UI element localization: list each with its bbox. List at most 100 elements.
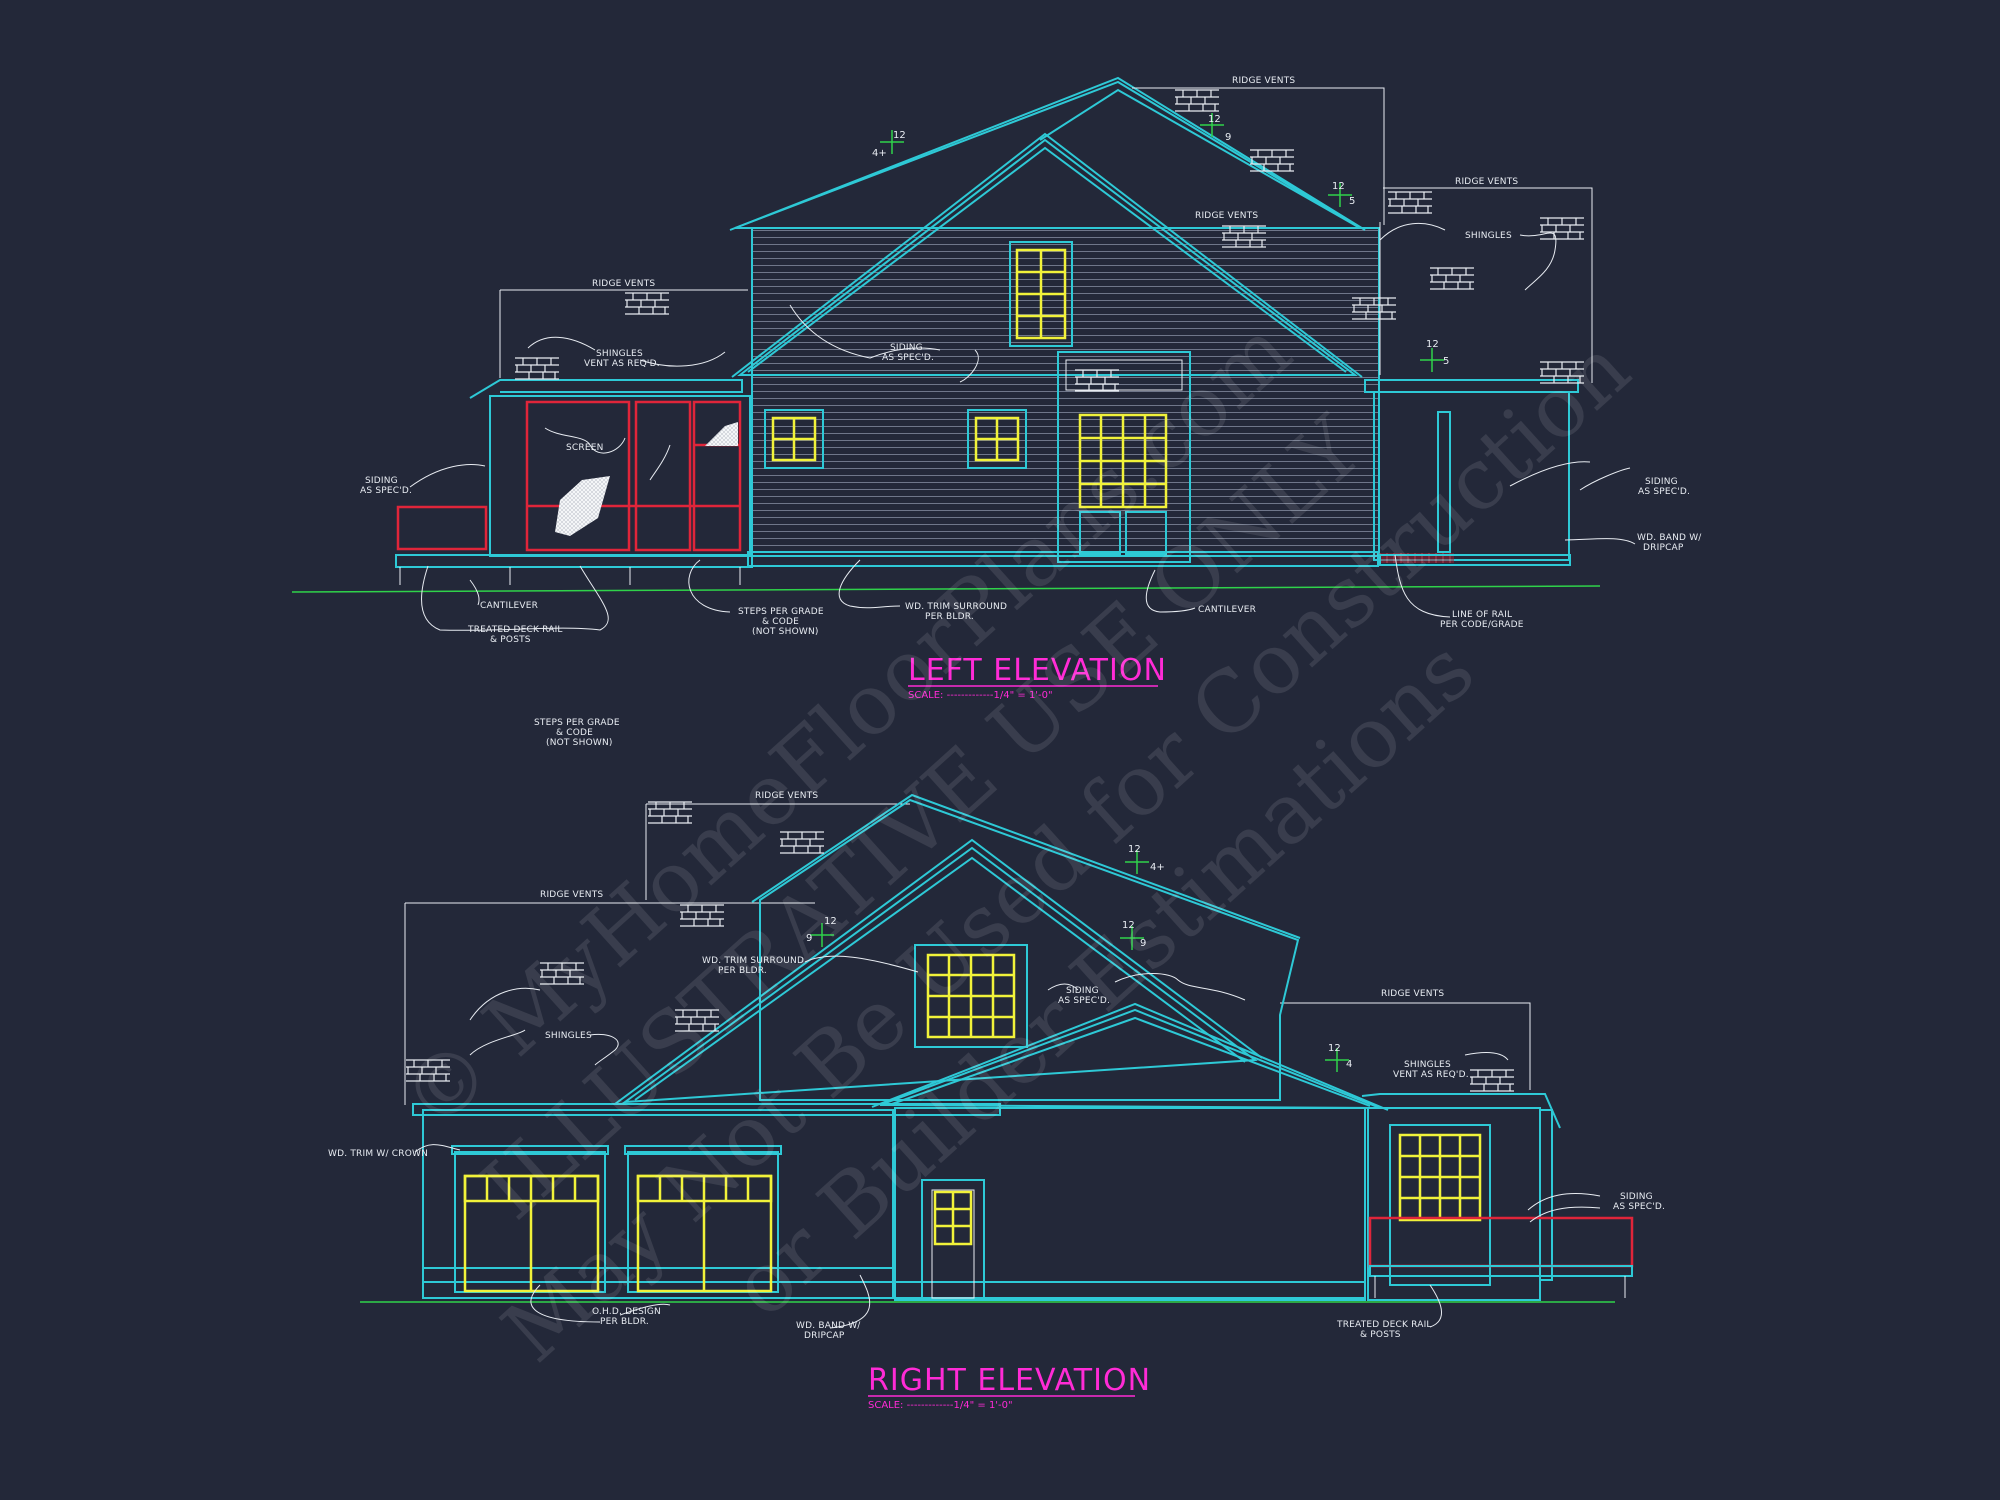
r-note-crown: WD. TRIM W/ CROWN [328,1149,428,1159]
left-deck-rail [396,505,488,551]
roof-brick-10 [514,357,560,380]
note-cantilever-right: CANTILEVER [1198,605,1256,615]
roof-brick-2 [1249,149,1295,172]
right-deck-lattice [1378,553,1454,563]
upper-gable [759,798,1300,1101]
note-deck-rail-2: & POSTS [490,635,531,645]
r-note-siding-2: AS SPEC'D. [1058,996,1110,1006]
pitch-run-3: 5 [1349,196,1355,207]
side-door [921,1179,985,1301]
note-siding-right-1: SIDING [1645,477,1678,487]
note-band-2: DRIPCAP [1643,543,1684,553]
left-elevation-scale: SCALE: -------------1/4" = 1'-0" [908,690,1053,701]
r-note-ohd-1: O.H.D. DESIGN [592,1307,661,1317]
screen-porch-wall [489,395,751,557]
note-ridge-vents-mid: RIDGE VENTS [1195,211,1258,221]
right-elevation-scale: SCALE: -------------1/4" = 1'-0" [868,1400,1013,1411]
upper-gable-window [1009,241,1073,347]
right-elevation-title: RIGHT ELEVATION [868,1363,1151,1398]
note-steps-2: & CODE [762,617,799,627]
pitch-run-2: 9 [1225,132,1231,143]
r-pitch-run-3: 9 [1140,938,1146,949]
r-pitch-run-4: 4 [1346,1059,1352,1070]
r-note-shingles-left: SHINGLES [545,1031,592,1041]
small-window-left [764,409,824,469]
note-trim-1: WD. TRIM SURROUND [905,602,1007,612]
note-band-1: WD. BAND W/ [1637,533,1702,543]
note-steps-top-3: (NOT SHOWN) [546,738,613,748]
note-trim-2: PER BLDR. [925,612,974,622]
left-elevation: 12 4+ 12 9 12 5 12 5 RIDGE VENTS RIDGE V… [291,76,1702,701]
screen-panel-2 [634,400,692,552]
pitch-run-1: 4+ [872,148,887,159]
left-elevation-title: LEFT ELEVATION [908,653,1167,688]
r-roof-brick-7 [1469,1069,1515,1092]
note-shingles-left: SHINGLES [596,349,643,359]
garage-wall [422,1109,894,1299]
roof-brick-3 [1387,191,1433,214]
r-note-siding-right-1: SIDING [1620,1192,1653,1202]
roof-brick-7 [1539,217,1585,240]
r-pitch-rise-4: 12 [1328,1043,1341,1054]
pitch-rise-3: 12 [1332,181,1345,192]
pitch-rise-1: 12 [893,130,906,141]
center-wall [894,1107,1366,1301]
garage-door-1 [451,1145,609,1293]
r-note-band-2: DRIPCAP [804,1331,845,1341]
right-wing-post [1437,411,1451,553]
r-pitch-rise-3: 12 [1122,920,1135,931]
r-pitch-run-2: 9 [806,933,812,944]
r-note-vent-req: VENT AS REQ'D. [1393,1070,1469,1080]
note-siding-center-1: SIDING [890,343,923,353]
note-line-rail-1: LINE OF RAIL [1452,610,1512,620]
r-note-siding-1: SIDING [1066,986,1099,996]
right-elevation: STEPS PER GRADE & CODE (NOT SHOWN) [328,718,1665,1411]
note-shingles-right: SHINGLES [1465,231,1512,241]
note-siding-center-2: AS SPEC'D. [882,353,934,363]
right-wing-wall-r [1367,1107,1541,1301]
right-deck-rail [1368,1216,1634,1268]
pitch-rise-2: 12 [1208,114,1221,125]
roof-brick-9 [624,292,670,315]
right-wing-french-door [1389,1124,1491,1286]
lower-gable [879,1008,1381,1109]
screen-mesh [555,476,610,536]
note-ridge-vents-top: RIDGE VENTS [1232,76,1295,86]
roof-brick-5 [1429,267,1475,290]
r-note-siding-right-2: AS SPEC'D. [1613,1202,1665,1212]
screen-panel-1 [525,400,631,552]
roof-brick-1 [1174,89,1220,112]
r-note-deck-rail-1: TREATED DECK RAIL [1336,1320,1432,1330]
r-note-shingles-right: SHINGLES [1404,1060,1451,1070]
pitch-run-4: 5 [1443,356,1449,367]
r-note-ridge-vents-left: RIDGE VENTS [540,890,603,900]
r-note-band-1: WD. BAND W/ [796,1321,861,1331]
screen-panel-3 [692,400,742,552]
r-note-ohd-2: PER BLDR. [600,1317,649,1327]
note-screen: SCREEN [566,443,604,453]
pitch-rise-4: 12 [1426,339,1439,350]
note-siding-right-2: AS SPEC'D. [1638,487,1690,497]
front-gable [737,138,1358,376]
r-note-deck-rail-2: & POSTS [1360,1330,1401,1340]
entry-french-door [1057,351,1191,563]
small-window-center [967,409,1027,469]
pitch-mark-4 [1419,347,1445,373]
note-ridge-vents-right: RIDGE VENTS [1455,177,1518,187]
note-steps-1: STEPS PER GRADE [738,607,824,617]
r-pitch-run-1: 4+ [1150,862,1165,873]
note-vent-req: VENT AS REQ'D. [584,359,660,369]
grade-line [291,585,1601,593]
r-note-ridge-vents-right: RIDGE VENTS [1381,989,1444,999]
note-ridge-vents-left: RIDGE VENTS [592,279,655,289]
note-cantilever-left: CANTILEVER [480,601,538,611]
note-siding-left-2: AS SPEC'D. [360,486,412,496]
main-gable [734,80,1364,229]
garage-door-2 [624,1145,782,1293]
note-siding-left-1: SIDING [365,476,398,486]
r-pitch-rise-2: 12 [824,916,837,927]
note-line-rail-2: PER CODE/GRADE [1440,620,1524,630]
note-steps-top-2: & CODE [556,728,593,738]
note-steps-3: (NOT SHOWN) [752,627,819,637]
